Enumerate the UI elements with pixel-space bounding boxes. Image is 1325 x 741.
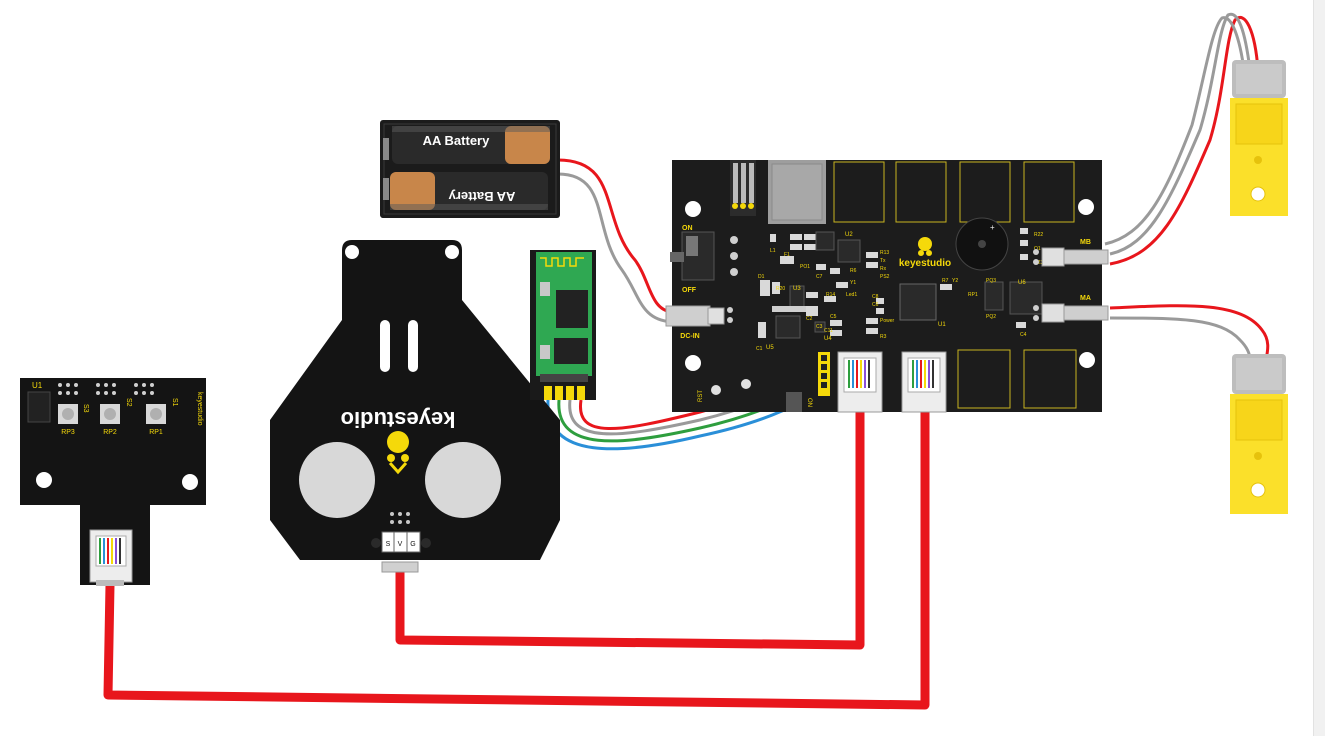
bee-logo-icon [387, 431, 409, 475]
bt-switch-label: ON [806, 398, 812, 407]
battery-cell-bottom: AA Battery [390, 172, 548, 210]
part-label: C11 [824, 328, 833, 334]
scrollbar[interactable] [1313, 0, 1325, 736]
part-label: R20 [776, 286, 785, 292]
switch-off-label: OFF [682, 287, 697, 294]
part-label: R6 [850, 268, 857, 274]
bluetooth-module [530, 250, 596, 400]
rj-cable-line-sensor [103, 410, 930, 710]
part-label: C5 [830, 314, 837, 320]
sensor-brand-label: keyestudio [196, 392, 203, 426]
part-label: PQ2 [986, 314, 996, 320]
part-label: Y2 [952, 278, 958, 284]
buzzer: + [955, 217, 1009, 271]
potentiometer[interactable] [58, 404, 78, 424]
rj-jack[interactable] [837, 351, 883, 413]
line-tracking-sensor: U1 S3 S2 S1 RP3 RP2 RP1 keyestudio [20, 378, 206, 586]
chassis-pin-label: S [386, 541, 391, 548]
bluetooth-pins [544, 386, 585, 400]
switch-label: S2 [125, 398, 132, 407]
part-label: Tx [880, 258, 886, 264]
motor-b-wires [1104, 12, 1260, 266]
part-label: C3 [816, 324, 823, 330]
part-label: R7 [942, 278, 949, 284]
switch-label: S1 [171, 398, 178, 407]
part-label: L1 [770, 248, 776, 254]
part-label: Q1 [1034, 246, 1041, 252]
part-label: C8 [872, 294, 879, 300]
switch-label: S3 [82, 404, 89, 413]
part-label: R3 [880, 334, 887, 340]
part-label: C1 [756, 346, 763, 352]
pot-label: RP1 [149, 429, 163, 436]
sensor-chip-label: U1 [32, 381, 43, 390]
controller-board: ON OFF DC-IN [665, 160, 1109, 413]
chip-label: U6 [1018, 280, 1026, 286]
gear-motor-a [1230, 354, 1288, 514]
chip-label: U4 [824, 336, 832, 342]
icsp-header [730, 160, 756, 216]
potentiometer[interactable] [100, 404, 120, 424]
chip-label: U3 [793, 286, 801, 292]
part-label: R13 [880, 250, 889, 256]
dc-in-label: DC-IN [680, 333, 699, 340]
part-label: Led1 [846, 292, 857, 298]
pot-label: RP2 [103, 429, 117, 436]
rj-jack[interactable] [89, 529, 133, 586]
potentiometer[interactable] [146, 404, 166, 424]
rj-cable-chassis [395, 410, 865, 650]
part-label: PQ3 [986, 278, 996, 284]
motor-a-wires [1109, 304, 1270, 361]
pot-label: RP3 [61, 429, 75, 436]
part-label: D1 [758, 274, 765, 280]
rj-jack[interactable] [901, 351, 947, 413]
part-label: R14 [826, 292, 835, 298]
part-label: Power [880, 318, 895, 324]
part-label: PS2 [880, 274, 890, 280]
board-brand-label: keyestudio [899, 258, 951, 269]
motor-a-label: MA [1080, 295, 1091, 302]
part-label: R22 [1034, 232, 1043, 238]
battery-label-bottom: AA Battery [448, 189, 515, 204]
chip-label: U2 [845, 232, 853, 238]
power-switch[interactable] [670, 231, 738, 281]
motor-a-connector[interactable] [1033, 303, 1109, 323]
gear-motor-b [1230, 60, 1288, 216]
usb-port[interactable] [768, 160, 826, 224]
part-label: Rx [880, 266, 887, 272]
part-label: F1 [784, 252, 790, 258]
bluetooth-header [818, 352, 830, 396]
part-label: PO1 [800, 264, 810, 270]
chassis-pin-label: G [410, 541, 415, 548]
motor-b-label: MB [1080, 239, 1091, 246]
part-label: Y1 [850, 280, 856, 286]
dc-in-connector[interactable] [665, 305, 733, 327]
switch-on-label: ON [682, 225, 693, 232]
chassis-plate: keyestudio S V G [270, 240, 560, 573]
battery-label-top: AA Battery [423, 133, 490, 148]
chip-label: U1 [938, 322, 946, 328]
reset-label: RST [698, 390, 704, 402]
part-label: C2 [806, 316, 813, 322]
bee-logo-icon [918, 237, 932, 256]
part-label: C4 [1020, 332, 1027, 338]
chassis-pin-label: V [398, 541, 403, 548]
svg-text:+: + [990, 223, 995, 232]
part-label: RP1 [968, 292, 978, 298]
motor-b-connector[interactable] [1033, 247, 1109, 267]
part-label: C6 [872, 302, 879, 308]
chassis-brand-label: keyestudio [341, 407, 456, 432]
chip-label: U5 [766, 345, 774, 351]
battery-box: AA Battery AA Battery [380, 120, 560, 218]
part-label: C7 [816, 274, 823, 280]
battery-wires [557, 158, 673, 324]
battery-cell-top: AA Battery [392, 126, 550, 164]
